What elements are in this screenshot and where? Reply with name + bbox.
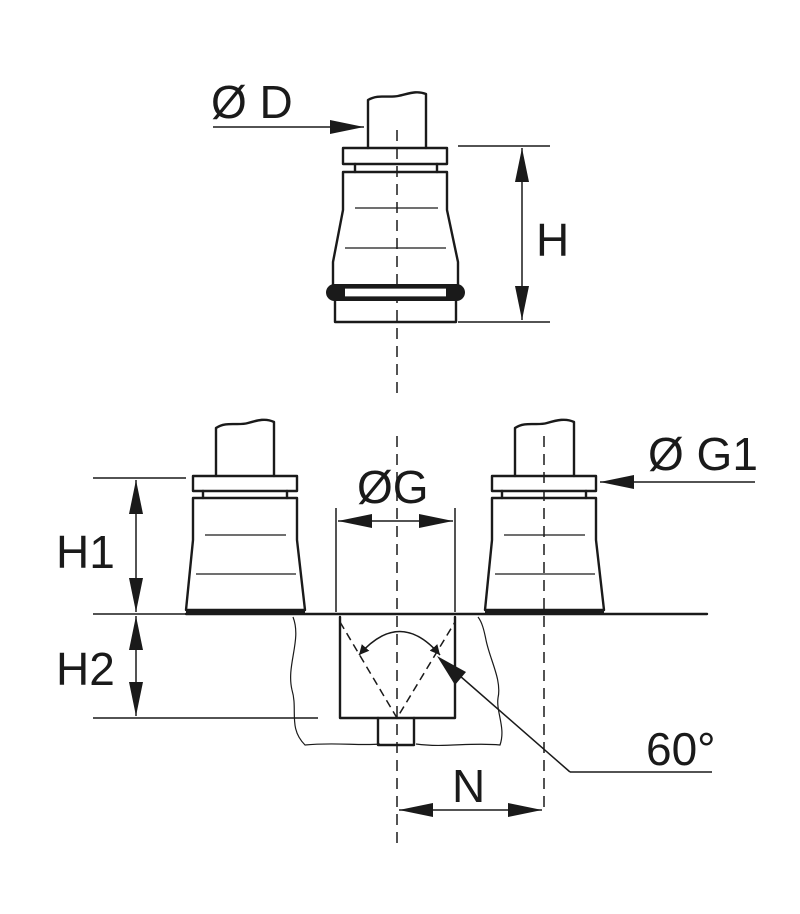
- diameter-d-label: Ø D: [211, 76, 293, 128]
- height-h2-label: H2: [56, 643, 115, 695]
- angle-label: 60°: [646, 723, 716, 775]
- offset-n-label: N: [452, 760, 485, 812]
- top-collar: [341, 146, 449, 166]
- top-body: [331, 170, 460, 287]
- height-h-dimension: H: [458, 145, 569, 323]
- angle-60-dimension: 60°: [358, 630, 716, 775]
- right-fitting: [483, 418, 606, 614]
- diameter-g-label: ØG: [357, 461, 429, 513]
- top-spigot: [333, 299, 458, 324]
- left-fitting: [184, 418, 307, 614]
- diameter-g1-dimension: Ø G1: [600, 428, 758, 489]
- diameter-g-dimension: ØG: [335, 461, 456, 612]
- diameter-d-dimension: Ø D: [211, 76, 364, 134]
- top-pipe: [366, 91, 428, 150]
- height-h2-dimension: H2: [56, 616, 318, 719]
- height-h1-label: H1: [56, 526, 115, 578]
- top-fitting: [326, 91, 465, 400]
- height-h-label: H: [536, 214, 569, 266]
- diameter-g1-label: Ø G1: [648, 428, 758, 480]
- offset-n-dimension: N: [399, 760, 542, 817]
- height-h1-dimension: H1: [56, 477, 186, 615]
